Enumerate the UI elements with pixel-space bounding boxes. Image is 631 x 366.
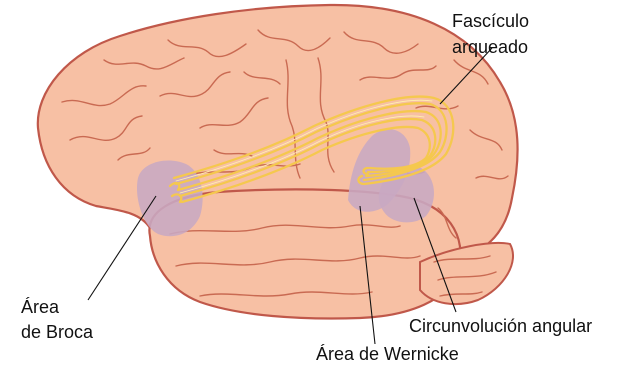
label-broca-line1: Área xyxy=(21,297,60,317)
label-wernicke: Área de Wernicke xyxy=(316,344,459,364)
label-broca-line2: de Broca xyxy=(21,322,94,342)
label-fasciculo-line1: Fascículo xyxy=(452,11,529,31)
label-fasciculo-line2: arqueado xyxy=(452,37,528,57)
label-angular: Circunvolución angular xyxy=(409,316,592,336)
